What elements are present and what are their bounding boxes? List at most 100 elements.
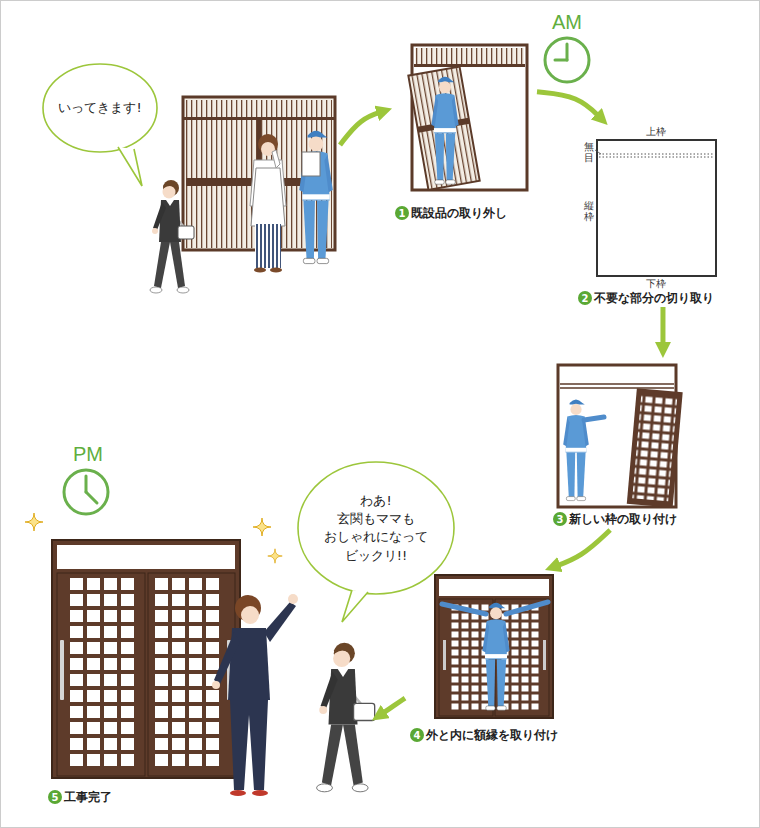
old-door — [186, 100, 332, 117]
step-caption: 既設品の取り外し — [411, 206, 507, 220]
new-door — [57, 573, 145, 776]
step-panel: 5工事完了 — [20, 500, 372, 815]
clock — [566, 44, 569, 60]
mother-dress — [230, 700, 268, 790]
flow-arrow — [660, 307, 665, 350]
speech-bubble: わあ! 玄関もママも おしゃれになって ビックリ!! — [298, 462, 454, 594]
step-panel: 3新しい枠の取り付け — [548, 358, 686, 530]
clock — [64, 470, 108, 514]
door-frame-removal — [408, 67, 479, 190]
part-name: 上枠 — [646, 126, 666, 137]
clock — [545, 38, 589, 82]
time-label: PM — [73, 443, 103, 465]
frame-outline — [599, 157, 714, 158]
worker-arm — [506, 602, 548, 614]
flow-arrow — [552, 530, 610, 567]
sparkle — [25, 513, 43, 531]
mother-dress — [288, 594, 298, 604]
step-number: 3 — [553, 512, 567, 526]
worker — [482, 603, 509, 711]
clock — [85, 476, 88, 492]
casing-door — [435, 575, 553, 718]
door-frame-removal — [408, 67, 479, 190]
mother-dress — [230, 790, 246, 796]
step-caption-row: 3新しい枠の取り付け — [553, 512, 677, 526]
worker — [563, 399, 589, 500]
step-caption: 新しい枠の取り付け — [569, 512, 677, 526]
worker — [431, 77, 458, 185]
step-caption-row: 2不要な部分の切り取り — [578, 291, 714, 305]
casing-door — [443, 640, 446, 670]
mother-dress — [212, 681, 220, 689]
speech-bubble-shape — [43, 64, 157, 152]
step-number: 1 — [395, 206, 409, 220]
frame-outline — [595, 150, 601, 154]
mother-dress — [212, 594, 298, 796]
step-caption-row: 5工事完了 — [48, 790, 112, 804]
casing-door — [543, 640, 546, 670]
speech-bubble: いってきます! — [40, 50, 340, 300]
new-door — [153, 576, 221, 768]
new-door — [68, 576, 136, 768]
worker-arm — [584, 417, 604, 420]
worker — [299, 131, 333, 264]
step-number: 2 — [578, 291, 592, 305]
old-door — [184, 117, 334, 120]
flow-arrow — [379, 698, 405, 716]
new-frame — [627, 388, 683, 508]
sparkle — [253, 518, 271, 536]
boy — [317, 643, 375, 792]
mother-apron — [255, 224, 281, 268]
step-caption: 外と内に額縁を取り付け — [426, 728, 558, 742]
sparkle — [268, 549, 282, 563]
mother-apron — [254, 268, 266, 273]
new-door — [52, 540, 240, 778]
bubble-text: わあ! 玄関もママも おしゃれになって ビックリ!! — [322, 492, 430, 565]
door-frame-removal — [415, 48, 524, 64]
part-name: 下枠 — [646, 278, 666, 289]
frame-outline — [595, 140, 716, 276]
frame-outline — [597, 140, 716, 276]
step-number: 5 — [48, 790, 62, 804]
clock — [555, 59, 567, 62]
mother-apron — [250, 134, 286, 273]
step-panel: 1既設品の取り外し — [392, 40, 537, 225]
new-frame — [632, 395, 677, 502]
step-number: 4 — [410, 728, 424, 742]
worker-arm — [442, 604, 486, 614]
time-label: AM — [552, 11, 582, 33]
speech-bubble-shape — [342, 590, 368, 622]
clock — [545, 38, 589, 82]
speech-bubble-shape — [298, 462, 454, 622]
casing-door — [439, 579, 549, 596]
part-name: 縦枠 — [584, 200, 594, 222]
step-caption: 工事完了 — [64, 790, 112, 804]
mother-apron — [270, 268, 282, 273]
flow-arrow — [340, 111, 384, 145]
clock — [64, 470, 108, 514]
speech-bubble-shape — [118, 147, 142, 186]
mother-apron — [272, 150, 280, 168]
casing-door — [435, 575, 553, 718]
mother-dress — [264, 602, 296, 642]
bubble-text: いってきます! — [58, 99, 141, 117]
new-door — [60, 640, 64, 700]
boy — [150, 180, 194, 293]
new-frame — [627, 388, 683, 508]
casing-door — [439, 599, 493, 716]
part-name: 無目 — [584, 141, 594, 163]
new-frame — [558, 365, 683, 508]
mother-dress — [252, 790, 268, 796]
new-door — [52, 540, 240, 778]
speech-bubble-shape — [43, 64, 157, 186]
step-panel: 4外と内に額縁を取り付け — [405, 570, 567, 748]
frame-outline — [599, 154, 714, 155]
step-caption-row: 4外と内に額縁を取り付け — [410, 728, 558, 742]
casing-door — [450, 603, 490, 711]
